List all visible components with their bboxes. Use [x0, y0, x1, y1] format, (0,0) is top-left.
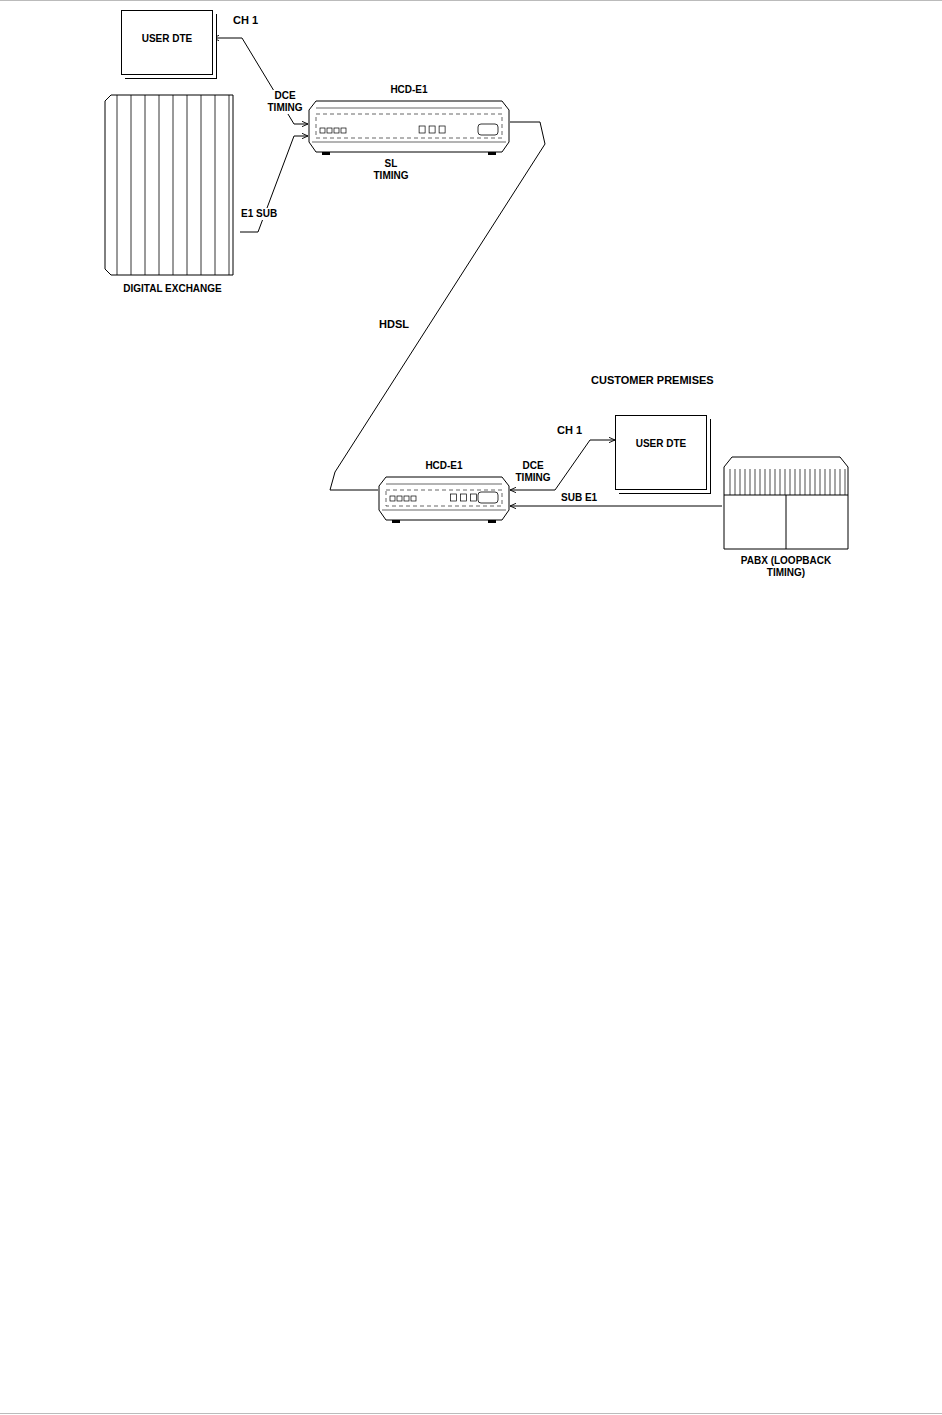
pabx-node: PABX (LOOPBACK TIMING): [722, 455, 850, 587]
connector-line: [510, 440, 615, 490]
pabx-cabinet: [722, 455, 850, 551]
exchange-node: DIGITAL EXCHANGE: [105, 95, 240, 310]
node-label: USER DTE: [621, 438, 701, 450]
modem-unit: [308, 100, 510, 154]
node-label: PABX (LOOPBACK TIMING): [731, 555, 841, 579]
dte-box: USER DTE: [615, 415, 707, 490]
annotation-label: DCE TIMING: [512, 460, 554, 484]
node-label: USER DTE: [127, 33, 207, 45]
edge-label: E1 SUB: [240, 208, 278, 220]
connector-line: [240, 136, 308, 232]
node-label: HCD-E1: [369, 84, 449, 96]
connector-line: [330, 122, 545, 490]
edge-label: CH 1: [232, 14, 259, 26]
top-rule: [0, 0, 942, 1]
annotation-label: CUSTOMER PREMISES: [590, 374, 715, 386]
bottom-rule: [0, 1413, 942, 1414]
node-label: DIGITAL EXCHANGE: [118, 283, 228, 295]
annotation-label: DCE TIMING: [262, 90, 308, 114]
annotation-label: SL TIMING: [368, 158, 414, 182]
modem-unit: [378, 476, 510, 522]
dte-box: USER DTE: [121, 10, 213, 75]
exchange-cabinet: [105, 95, 240, 277]
edge-label: SUB E1: [560, 492, 598, 504]
node-label: HCD-E1: [404, 460, 484, 472]
connector-line: [510, 506, 722, 507]
edge-label: CH 1: [556, 424, 583, 436]
modem-unit-box: HCD-E1: [378, 460, 510, 522]
modem-unit-box: HCD-E1: [308, 84, 510, 154]
edge-label: HDSL: [378, 318, 410, 330]
